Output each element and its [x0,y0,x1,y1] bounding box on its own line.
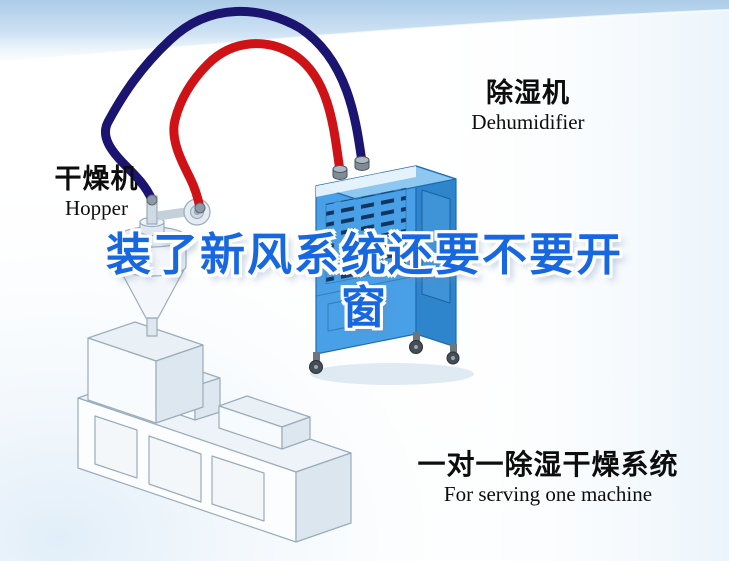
hopper-duct [157,207,187,221]
extruder-illustration [77,321,352,543]
dehumidifier-filter-panel [327,294,375,332]
dehumidifier-shadow [310,363,474,385]
pipe-red [169,39,345,213]
extruder-panel-2 [148,435,202,503]
dehumidifier-side-door [421,189,451,304]
wheel-stem-3 [450,344,457,353]
main-title-line1: 装了新风系统还要不要开 [105,229,623,280]
pipe-ferrule-motor [194,202,206,214]
dehumidifier-seam [315,275,417,297]
main-title-line2: 窗 [340,282,388,333]
pipe-ferrule-hopper [146,194,158,206]
dryer-label-en: Hopper [65,196,128,220]
dehumidifier-top-strip [316,166,416,197]
wheel-3-cap [451,356,455,360]
dehumidifier-label: 除湿机 Dehumidifier [448,78,608,135]
extruder-panel-1 [94,415,138,479]
dryer-label: 干燥机 Hopper [24,164,169,221]
extruder-panel-3 [211,455,265,522]
dehumidifier-illustration [310,165,474,385]
extruder-housing-side [155,344,204,424]
wheel-1-cap [314,365,318,369]
main-title: 装了新风系统还要不要开 窗 [0,228,729,334]
wheel-stem-2 [413,332,420,342]
system-caption: 一对一除湿干燥系统 For serving one machine [398,450,698,507]
system-caption-en: For serving one machine [443,482,653,506]
hopper-cylinder [117,236,187,277]
dehumidifier-ports [332,156,370,180]
wheel-stem-1 [313,352,320,362]
pipe-navy [100,6,367,205]
top-curve-highlight [0,9,729,63]
extruder-barrel-side [281,416,311,450]
hopper-illustration [117,195,211,337]
dehumidifier-door-handle [443,243,448,258]
system-caption-cn: 一对一除湿干燥系统 [417,449,679,480]
dryer-label-cn: 干燥机 [54,164,139,194]
port-navy-top [354,156,370,164]
dehumidifier-vents [325,187,407,285]
port-red-top [332,165,348,173]
dehumidifier-label-cn: 除湿机 [486,78,570,108]
wheel-2-cap [414,345,418,349]
dehumidifier-label-en: Dehumidifier [471,110,585,134]
extruder-body-end [295,452,352,543]
dehumidifier-wheels [309,332,460,374]
